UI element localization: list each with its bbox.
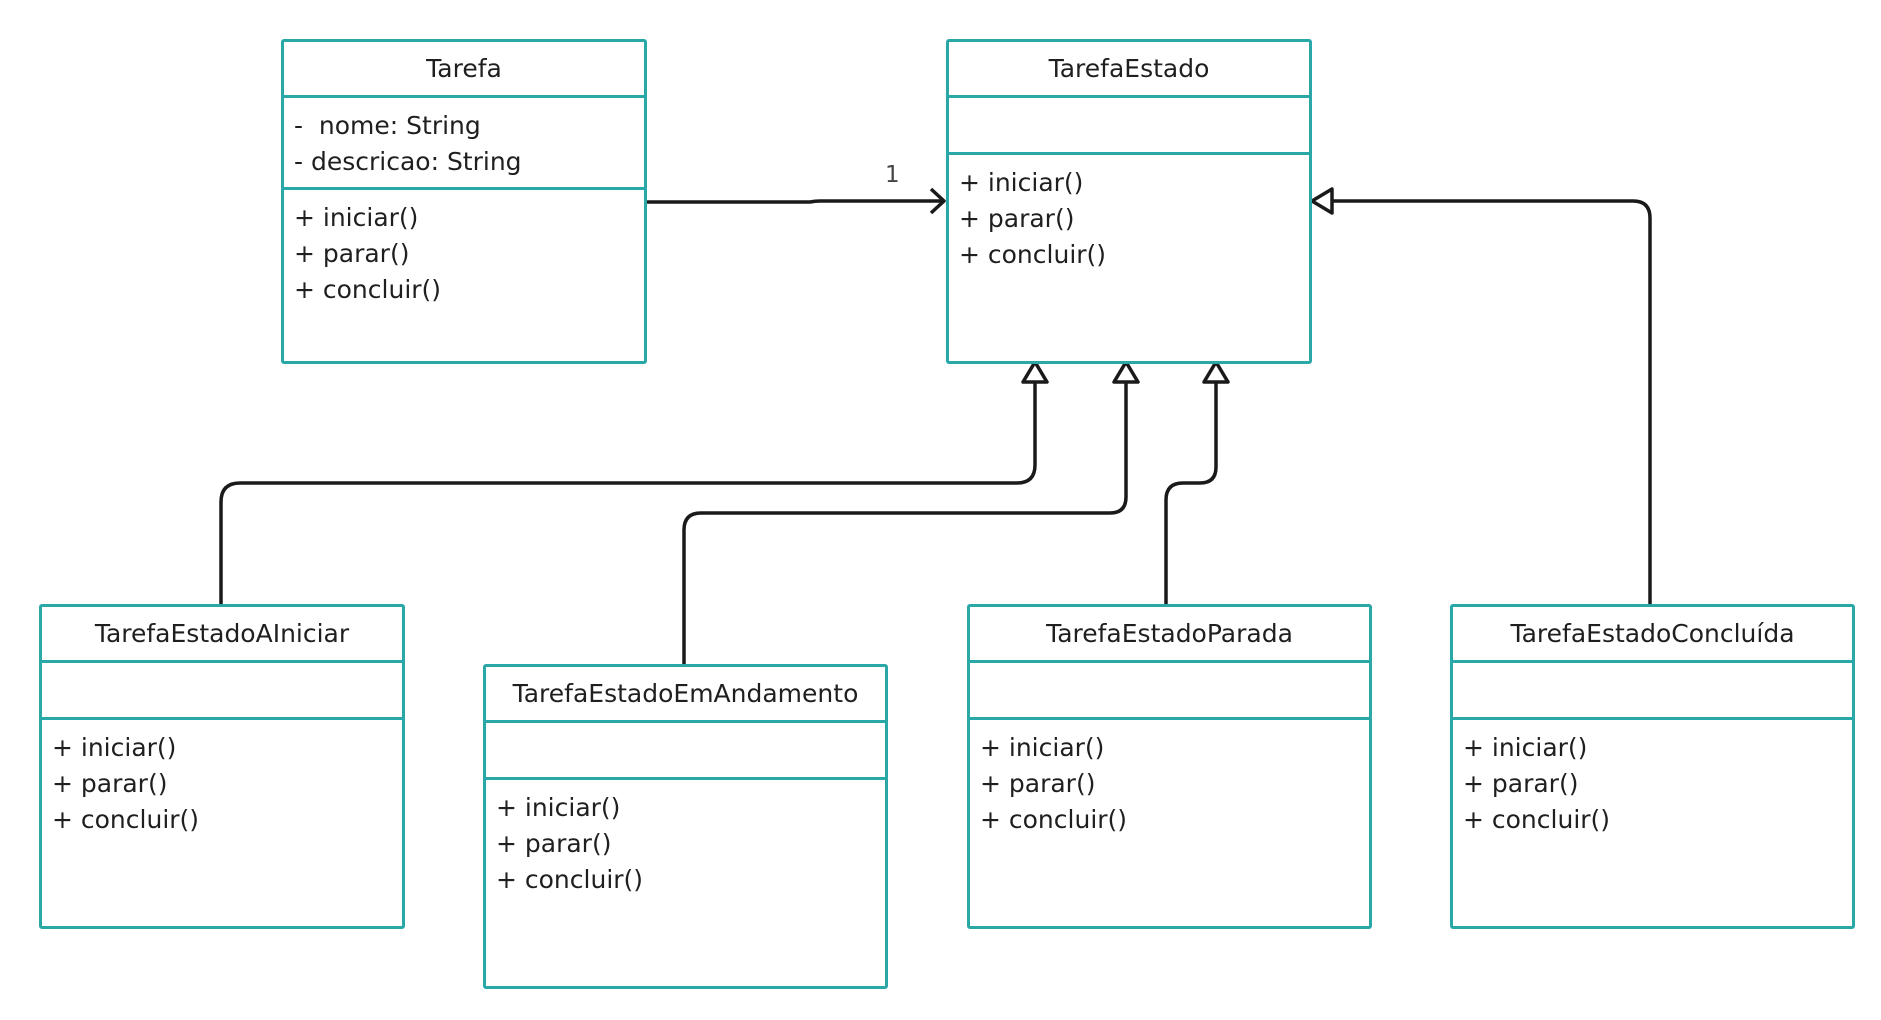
- generalization-line-concluida: [1330, 199, 1652, 604]
- method: + parar(): [496, 829, 612, 858]
- method: + concluir(): [496, 865, 644, 894]
- class-name: Tarefa: [284, 42, 644, 98]
- inheritance-triangle-icon: [1310, 187, 1334, 215]
- methods-compartment: + iniciar() + parar() + concluir(): [1453, 720, 1852, 838]
- attribute: - nome: String: [294, 111, 481, 140]
- method: + iniciar(): [496, 793, 621, 822]
- generalization-line-a-iniciar: [219, 380, 1037, 604]
- class-name: TarefaEstadoParada: [970, 607, 1369, 663]
- method: + parar(): [980, 769, 1096, 798]
- class-tarefa-estado-a-iniciar[interactable]: TarefaEstadoAIniciar + iniciar() + parar…: [39, 604, 405, 929]
- attribute: - descricao: String: [294, 147, 522, 176]
- inheritance-triangle-icon: [1202, 360, 1230, 384]
- class-tarefa-estado[interactable]: TarefaEstado + iniciar() + parar() + con…: [946, 39, 1312, 364]
- method: + concluir(): [52, 805, 200, 834]
- attributes-compartment: - nome: String - descricao: String: [284, 98, 644, 190]
- method: + concluir(): [1463, 805, 1611, 834]
- methods-compartment: + iniciar() + parar() + concluir(): [949, 155, 1309, 273]
- method: + iniciar(): [52, 733, 177, 762]
- method: + parar(): [959, 204, 1075, 233]
- inheritance-triangle-icon: [1021, 360, 1049, 384]
- method: + iniciar(): [294, 203, 419, 232]
- method: + iniciar(): [1463, 733, 1588, 762]
- class-tarefa-estado-parada[interactable]: TarefaEstadoParada + iniciar() + parar()…: [967, 604, 1372, 929]
- open-arrowhead: [929, 187, 946, 215]
- class-tarefa-estado-concluida[interactable]: TarefaEstadoConcluída + iniciar() + para…: [1450, 604, 1855, 929]
- inheritance-triangle-icon: [1112, 360, 1140, 384]
- attributes-compartment: [970, 663, 1369, 720]
- method: + concluir(): [980, 805, 1128, 834]
- class-tarefa-estado-em-andamento[interactable]: TarefaEstadoEmAndamento + iniciar() + pa…: [483, 664, 888, 989]
- class-name: TarefaEstadoEmAndamento: [486, 667, 885, 723]
- attributes-compartment: [949, 98, 1309, 155]
- generalization-line-parada: [1164, 380, 1218, 604]
- methods-compartment: + iniciar() + parar() + concluir(): [970, 720, 1369, 838]
- attributes-compartment: [486, 723, 885, 780]
- method: + parar(): [294, 239, 410, 268]
- class-name: TarefaEstado: [949, 42, 1309, 98]
- attributes-compartment: [42, 663, 402, 720]
- method: + parar(): [1463, 769, 1579, 798]
- method: + concluir(): [959, 240, 1107, 269]
- methods-compartment: + iniciar() + parar() + concluir(): [284, 190, 644, 308]
- method: + parar(): [52, 769, 168, 798]
- methods-compartment: + iniciar() + parar() + concluir(): [486, 780, 885, 898]
- method: + iniciar(): [959, 168, 1084, 197]
- methods-compartment: + iniciar() + parar() + concluir(): [42, 720, 402, 838]
- class-name: TarefaEstadoConcluída: [1453, 607, 1852, 663]
- class-tarefa[interactable]: Tarefa - nome: String - descricao: Strin…: [281, 39, 647, 364]
- method: + concluir(): [294, 275, 442, 304]
- attributes-compartment: [1453, 663, 1852, 720]
- class-name: TarefaEstadoAIniciar: [42, 607, 402, 663]
- generalization-line-em-andamento: [682, 380, 1128, 664]
- association-line: [646, 199, 943, 204]
- method: + iniciar(): [980, 733, 1105, 762]
- association-multiplicity: 1: [885, 162, 900, 188]
